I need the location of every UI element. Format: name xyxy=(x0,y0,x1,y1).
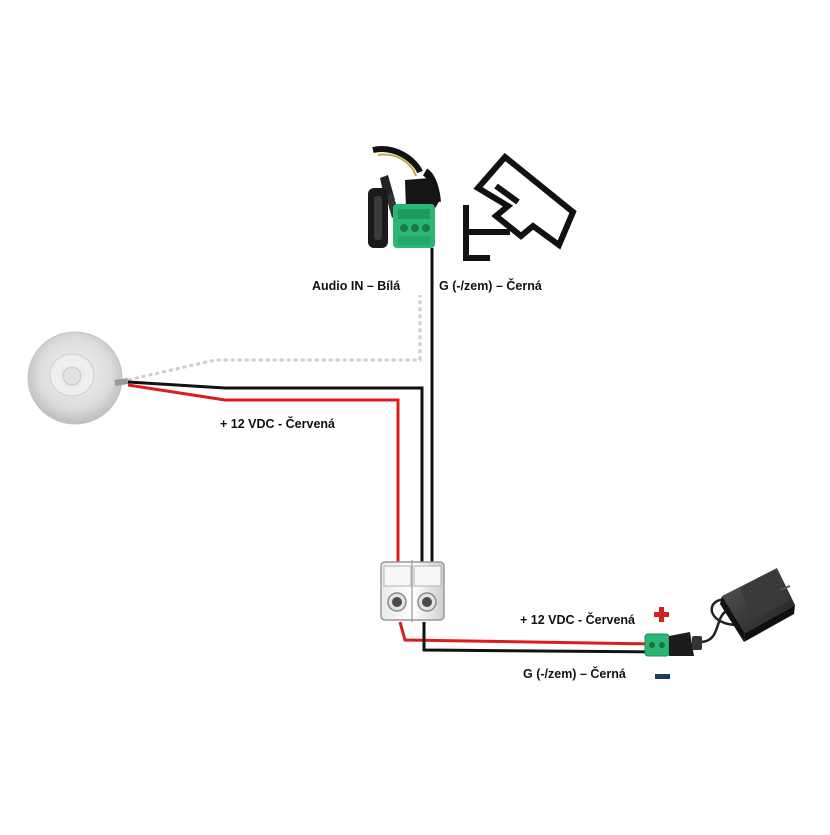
red-power-wire-mic xyxy=(127,383,400,570)
plus-icon xyxy=(654,607,669,622)
cctv-camera-icon xyxy=(463,152,577,261)
power-psu-label: + 12 VDC - Červená xyxy=(520,613,635,627)
camera-cable-connector xyxy=(368,146,441,248)
microphone-icon xyxy=(27,331,129,425)
minus-icon xyxy=(655,674,670,679)
power-mic-label: + 12 VDC - Červená xyxy=(220,417,335,431)
power-adapter-icon xyxy=(701,568,795,644)
dc-jack-icon xyxy=(644,632,702,657)
ground-psu-label: G (-/zem) – Černá xyxy=(523,667,626,681)
black-ground-wire-mic xyxy=(127,380,424,570)
terminal-block-icon xyxy=(380,560,445,622)
wires xyxy=(127,248,661,654)
red-power-wire-psu xyxy=(398,621,656,646)
black-ground-wire-psu xyxy=(422,622,661,654)
white-audio-wire xyxy=(127,295,422,382)
audio-in-label: Audio IN – Bílá xyxy=(312,279,401,293)
ground-camera-label: G (-/zem) – Černá xyxy=(439,279,542,293)
